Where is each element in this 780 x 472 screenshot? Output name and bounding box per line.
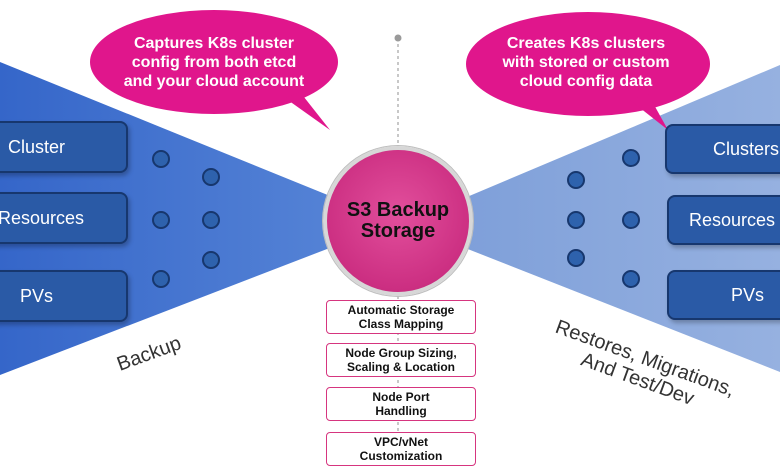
right-box-resources: Resources [667,195,780,245]
left-box-cluster: Cluster [0,121,128,173]
left-dot [202,251,220,269]
right-callout-line-2: with stored or custom [502,54,670,71]
left-dot [152,150,170,168]
right-dot [622,149,640,167]
right-dot [622,211,640,229]
left-callout-line-2: config from both etcd [131,54,297,71]
left-box-resources-label: Resources [0,207,85,228]
feature-1-line-2: Class Mapping [358,317,444,331]
left-callout: Captures K8s cluster config from both et… [108,34,320,91]
right-callout-line-3: cloud config data [519,73,653,90]
left-dot [152,270,170,288]
feature-2-line-2: Scaling & Location [346,360,455,374]
right-callout-shape [466,12,710,130]
right-box-resources-label: Resources [689,209,776,230]
feature-4-line-1: VPC/vNet [373,435,429,449]
left-callout-shape [90,10,338,130]
right-callout: Creates K8s clusters with stored or cust… [480,34,692,91]
right-box-clusters: Clusters [665,124,780,174]
feature-box-node-port: Node Port Handling [326,387,476,421]
feature-3-line-1: Node Port [372,390,430,404]
left-callout-line-1: Captures K8s cluster [133,35,295,52]
feature-4-line-2: Customization [359,449,443,463]
left-dot [202,168,220,186]
left-box-cluster-label: Cluster [8,136,66,157]
connector-dot-top [394,34,402,42]
right-dot [567,211,585,229]
s3-backup-storage-circle: S3 Backup Storage [323,146,473,296]
right-dot [567,249,585,267]
right-box-pvs: PVs [667,270,780,320]
feature-2-line-1: Node Group Sizing, [345,346,457,360]
feature-1-line-1: Automatic Storage [347,303,455,317]
feature-box-vpc: VPC/vNet Customization [326,432,476,466]
feature-box-node-group: Node Group Sizing, Scaling & Location [326,343,476,377]
center-line-2: Storage [360,220,436,242]
feature-box-storage-class: Automatic Storage Class Mapping [326,300,476,334]
right-box-clusters-label: Clusters [713,138,780,159]
right-box-pvs-label: PVs [731,284,765,305]
left-box-pvs: PVs [0,270,128,322]
right-callout-line-1: Creates K8s clusters [506,35,666,52]
left-callout-line-3: and your cloud account [123,73,305,90]
left-dot [152,211,170,229]
feature-3-line-2: Handling [375,404,427,418]
left-box-resources: Resources [0,192,128,244]
right-dot [622,270,640,288]
right-dot [567,171,585,189]
center-line-1: S3 Backup [346,199,450,221]
left-dot [202,211,220,229]
left-box-pvs-label: PVs [20,285,54,306]
